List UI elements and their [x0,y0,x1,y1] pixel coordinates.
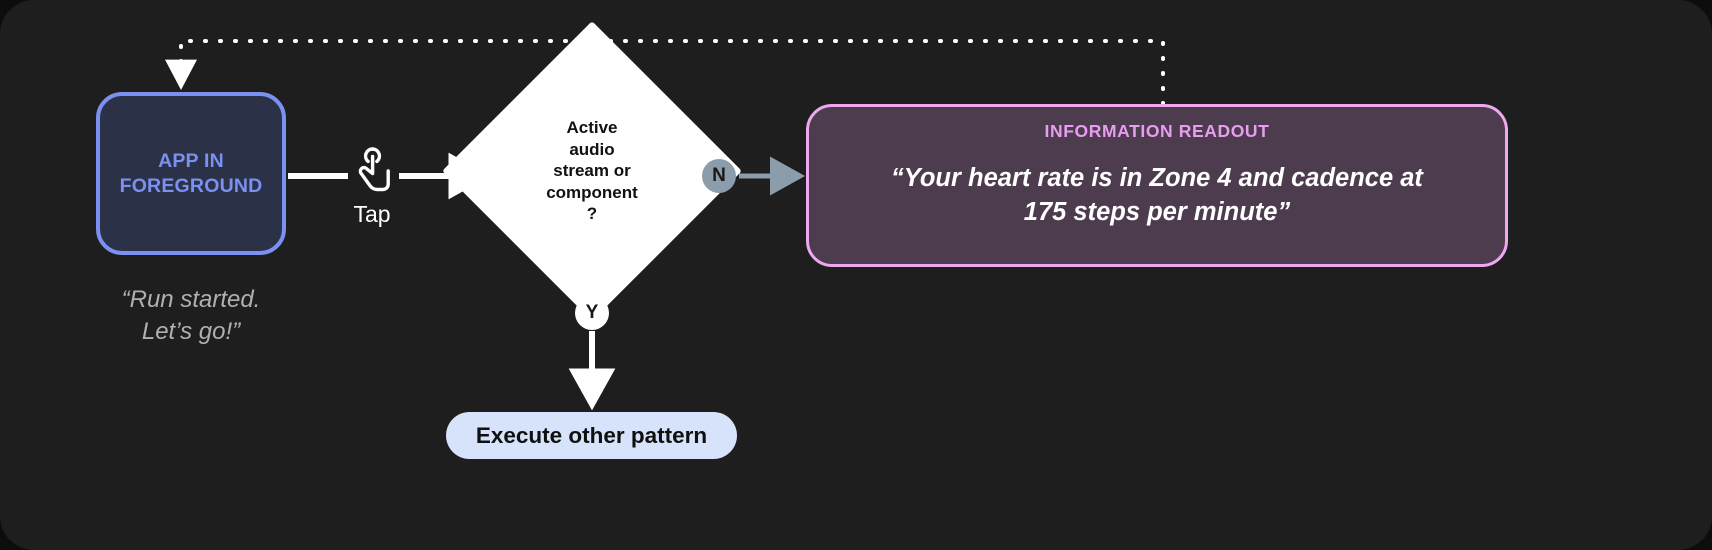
app-in-foreground-label: APP IN FOREGROUND [120,149,263,199]
app-label-line1: APP IN [158,149,224,172]
readout-body-line2: 175 steps per minute” [1023,197,1291,226]
branch-badge-yes-label: Y [585,302,599,323]
app-caption-line1: “Run started. [121,286,261,313]
readout-body: “Your heart rate is in Zone 4 and cadenc… [831,162,1483,229]
app-in-foreground-node[interactable]: APP IN FOREGROUND [96,92,286,255]
execute-other-pattern-button[interactable]: Execute other pattern [446,412,737,459]
tap-label: Tap [353,201,391,227]
app-caption-line2: Let’s go!” [141,317,241,345]
readout-body-line1: “Your heart rate is in Zone 4 and cadenc… [891,164,1423,192]
branch-badge-no-label: N [712,165,726,186]
information-readout-card[interactable]: INFORMATION READOUT “Your heart rate is … [806,104,1508,267]
decision-label: Active audio stream or component ? [546,118,638,224]
app-label-line2: FOREGROUND [119,174,263,197]
tap-gesture-group: Tap [340,144,404,228]
tap-hand-icon [358,147,390,192]
execute-other-pattern-label: Execute other pattern [475,422,708,448]
app-caption: “Run started. Let’s go!” [86,284,296,348]
readout-title: INFORMATION READOUT [1044,121,1270,141]
decision-diamond[interactable]: Active audio stream or component ? [442,21,742,321]
branch-badge-yes: Y [575,296,609,330]
branch-badge-no: N [702,159,736,193]
